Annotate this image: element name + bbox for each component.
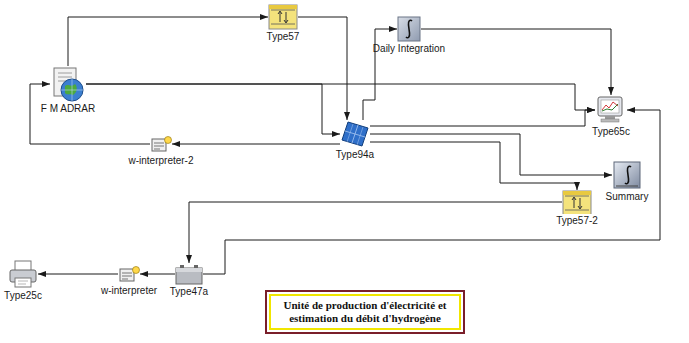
component-label: Type25c <box>4 290 42 302</box>
component-label: Summary <box>606 191 649 203</box>
connector-arrow <box>370 134 612 175</box>
component-block: Type57-2 <box>556 190 598 227</box>
component-block: Type94a <box>336 120 374 161</box>
component-label: w-interpreter <box>101 285 157 297</box>
connector-arrow <box>189 202 562 263</box>
connector-arrow <box>140 274 175 275</box>
connector-arrow <box>203 110 660 274</box>
component-icon <box>612 160 642 190</box>
component-block: Daily Integration <box>373 16 445 55</box>
component-icon <box>268 4 298 30</box>
connector-arrow <box>86 84 595 110</box>
connector-arrow <box>421 29 611 95</box>
component-icon <box>595 95 627 125</box>
component-block: Type47a <box>170 263 208 298</box>
component-block: w-interpreter <box>101 264 157 297</box>
component-label: Type94a <box>336 149 374 161</box>
connector-arrow <box>363 29 397 120</box>
connector-arrow <box>30 84 150 144</box>
component-label: Type57-2 <box>556 215 598 227</box>
connector-arrow <box>172 144 340 145</box>
component-icon <box>340 120 370 148</box>
box-text: Unité de production d'électricité et est… <box>269 294 461 330</box>
component-icon <box>8 259 38 289</box>
connector-arrow <box>370 142 577 190</box>
connector-arrow <box>370 110 595 126</box>
component-icon <box>150 134 172 154</box>
component-label: w-interpreter-2 <box>128 155 193 167</box>
component-icon <box>562 190 592 214</box>
component-block: w-interpreter-2 <box>128 134 193 167</box>
connector-arrow <box>68 17 268 66</box>
component-block: Summary <box>606 160 649 203</box>
component-label: F M ADRAR <box>41 103 95 115</box>
component-label: Type65c <box>592 126 630 138</box>
connector-arrow <box>38 274 118 275</box>
component-block: Type65c <box>592 95 630 138</box>
connector-arrow <box>86 84 340 134</box>
component-block: Type57 <box>267 4 300 43</box>
component-block: F M ADRAR <box>41 66 95 115</box>
component-icon <box>175 263 203 285</box>
component-label: Type57 <box>267 31 300 43</box>
component-label: Type47a <box>170 286 208 298</box>
component-block: Type25c <box>4 259 42 302</box>
component-icon <box>118 264 140 284</box>
component-icon <box>50 66 86 102</box>
component-icon <box>397 16 421 42</box>
component-label: Daily Integration <box>373 43 445 55</box>
title-box: Unité de production d'électricité et est… <box>265 290 465 334</box>
